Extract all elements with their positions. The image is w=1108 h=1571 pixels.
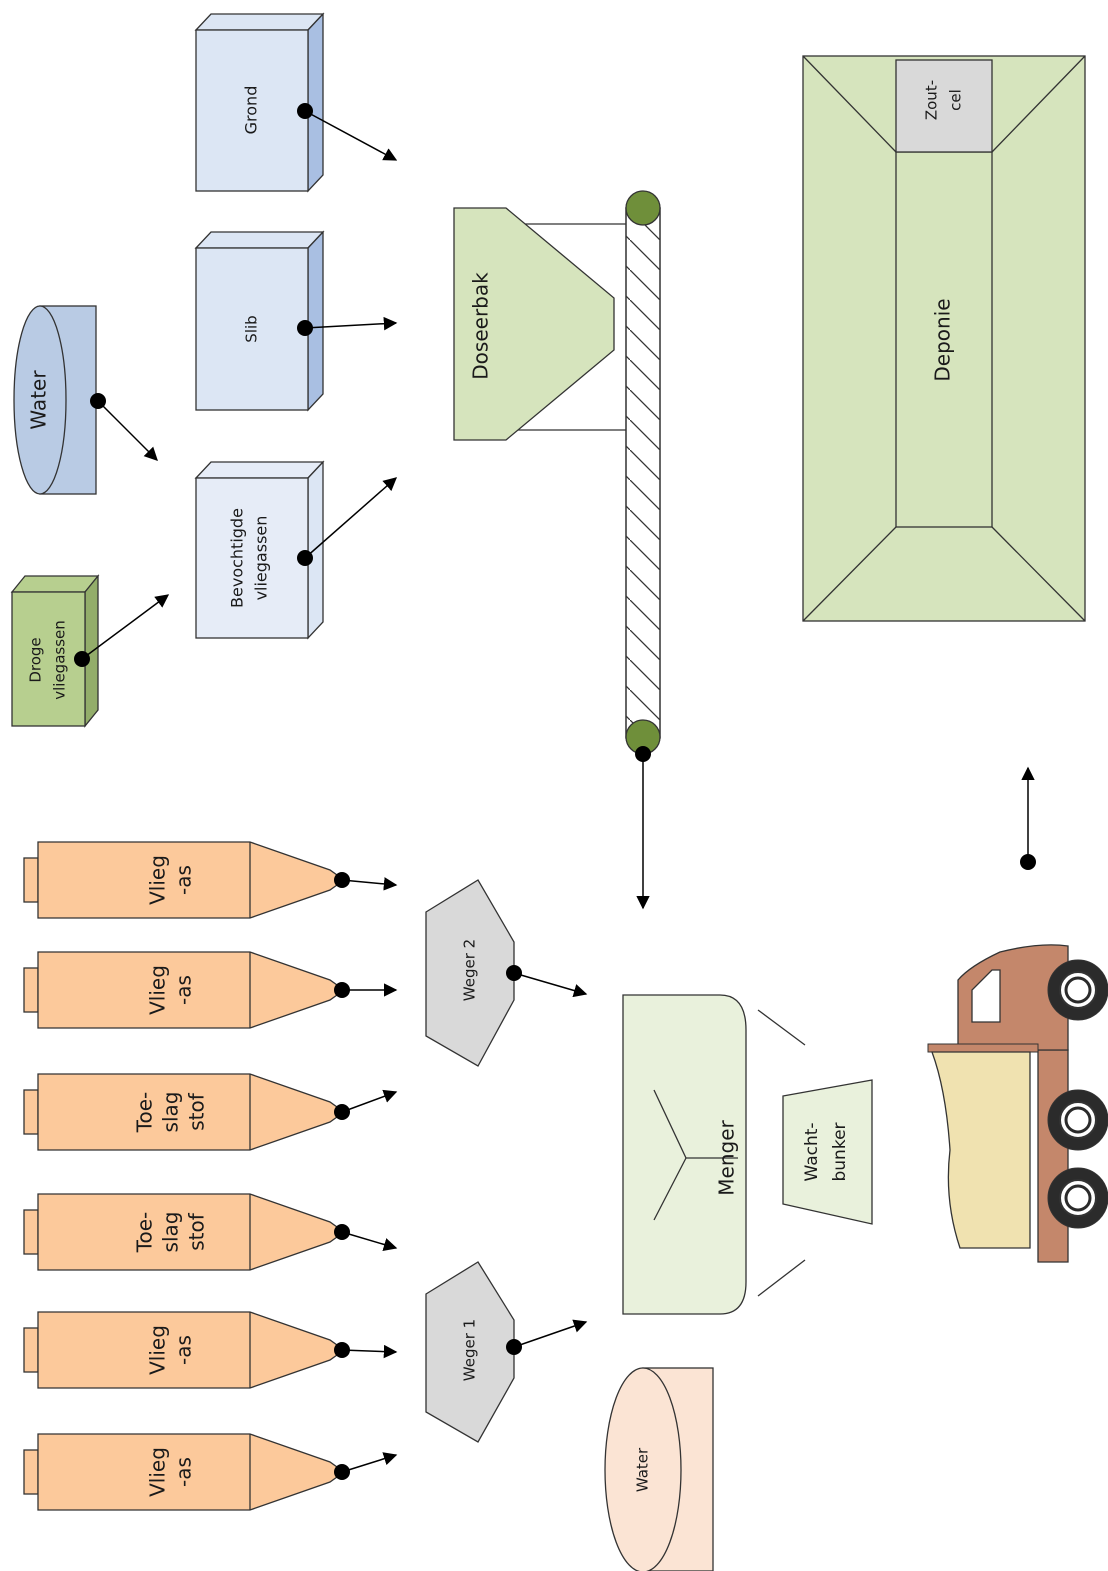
weger-2: Weger 2 bbox=[425, 879, 515, 1067]
menger-label: Menger bbox=[715, 1119, 739, 1195]
silo-5: Vlieg-as bbox=[23, 1311, 398, 1389]
grond-label: Grond bbox=[242, 86, 261, 135]
truck-wheel bbox=[1047, 1167, 1108, 1229]
silo-5-label-line2: -as bbox=[172, 1335, 196, 1365]
truck-wheel bbox=[1047, 959, 1108, 1021]
weger-1: Weger 1 bbox=[425, 1261, 515, 1443]
water-tank-top: Water bbox=[13, 305, 97, 495]
silo-1-label-line1: Vlieg bbox=[146, 855, 170, 905]
zoutcel-label-line1: Zout- bbox=[923, 80, 941, 120]
silo-1-arrow bbox=[341, 877, 398, 891]
weger-1-to-menger-arrow bbox=[513, 1319, 588, 1348]
droge-vliegassen-container: Droge vliegassen bbox=[10, 574, 100, 728]
silo-6-label-line2: -as bbox=[172, 1457, 196, 1487]
silo-5-arrow bbox=[341, 1344, 398, 1359]
droge-label-line2: vliegassen bbox=[51, 620, 69, 700]
wachtbunker: Wacht- bunker bbox=[782, 1079, 873, 1225]
grond-container: Grond bbox=[194, 12, 325, 193]
slib-label: Slib bbox=[243, 315, 261, 342]
slib-container: Slib bbox=[194, 230, 325, 412]
conveyor-roller-top bbox=[625, 190, 661, 226]
menger: Menger bbox=[622, 994, 747, 1315]
water-top-label: Water bbox=[27, 370, 51, 430]
droge-label-line1: Droge bbox=[27, 637, 45, 682]
silo-6-arrow bbox=[341, 1452, 398, 1473]
weger-2-label: Weger 2 bbox=[461, 939, 479, 1001]
bevochtigde-vliegassen-container: Bevochtigde vliegassen bbox=[194, 460, 325, 640]
silo-2-label-line2: -as bbox=[172, 975, 196, 1005]
silo-4-arrow bbox=[341, 1231, 398, 1252]
wachtbunker-label-line2: bunker bbox=[830, 1122, 850, 1181]
silo-4-label-line1: Toe- bbox=[133, 1212, 157, 1254]
conveyor-belt bbox=[625, 190, 661, 755]
bevochtigde-to-doseerbak-arrow bbox=[304, 477, 398, 559]
silo-4-label-line2: slag bbox=[159, 1212, 183, 1253]
silo-6-label-line1: Vlieg bbox=[146, 1447, 170, 1497]
doseerbak-label: Doseerbak bbox=[469, 272, 493, 380]
deponie-label: Deponie bbox=[931, 298, 955, 381]
silo-3-label-line3: stof bbox=[185, 1092, 209, 1130]
silo-3-label-line2: slag bbox=[159, 1092, 183, 1133]
weger-1-label: Weger 1 bbox=[461, 1319, 479, 1381]
slib-to-doseerbak-arrow bbox=[304, 316, 398, 331]
zoutcel-label-line2: cel bbox=[947, 89, 965, 111]
silo-3-arrow bbox=[341, 1089, 398, 1113]
zoutcel bbox=[895, 59, 993, 153]
droge-to-bevochtigde-arrow bbox=[81, 594, 170, 660]
bevochtigde-label-line1: Bevochtigde bbox=[228, 508, 247, 608]
silo-1-label-line2: -as bbox=[172, 865, 196, 895]
silo-1: Vlieg-as bbox=[23, 841, 398, 919]
grond-to-doseerbak-arrow bbox=[304, 110, 398, 161]
deponie: Zout- cel Deponie bbox=[802, 55, 1086, 622]
silo-3-label-line1: Toe- bbox=[133, 1092, 157, 1134]
silo-6: Vlieg-as bbox=[23, 1433, 398, 1511]
doseerbak: Doseerbak bbox=[453, 207, 628, 441]
bevochtigde-label-line2: vliegassen bbox=[252, 516, 271, 601]
wachtbunker-label-line1: Wacht- bbox=[802, 1122, 822, 1181]
silo-2-label-line1: Vlieg bbox=[146, 965, 170, 1015]
truck-wheel bbox=[1047, 1089, 1108, 1151]
silo-4-label-line3: stof bbox=[185, 1212, 209, 1250]
water-tank-bottom: Water bbox=[604, 1367, 714, 1571]
truck-icon bbox=[927, 944, 1108, 1263]
weger-2-to-menger-arrow bbox=[513, 972, 588, 998]
silo-2: Vlieg-as bbox=[23, 951, 398, 1029]
water-bottom-label: Water bbox=[634, 1447, 652, 1492]
silo-5-label-line1: Vlieg bbox=[146, 1325, 170, 1375]
water-to-bevochtigde-arrow bbox=[97, 400, 158, 461]
